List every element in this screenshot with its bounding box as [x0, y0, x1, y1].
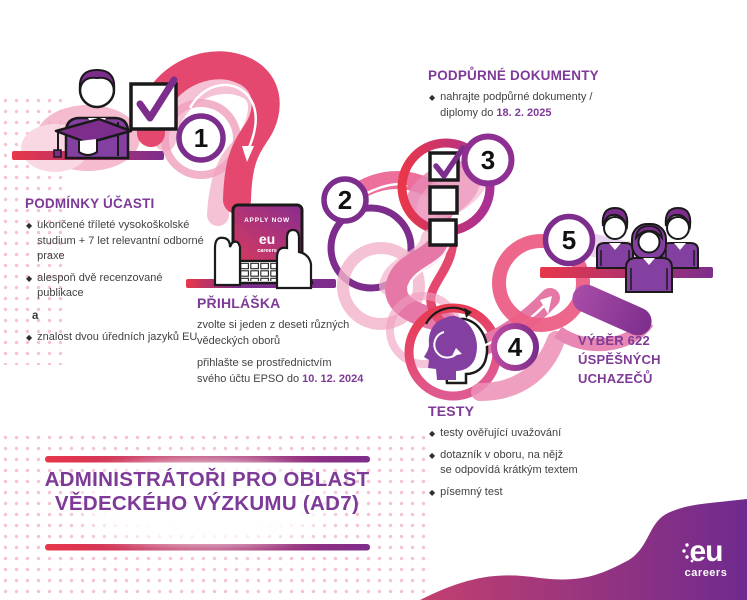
banner-bars — [45, 456, 370, 551]
step-1-circle — [176, 113, 226, 163]
flow-arrow-1 — [188, 83, 257, 151]
graduation-cap-icon — [53, 117, 133, 158]
banner-bar-top — [45, 456, 370, 463]
banner-glow — [80, 462, 330, 544]
step-5-circle — [542, 213, 596, 267]
bullet-diamond-icon: ◆ — [429, 487, 436, 497]
step-5-text-block: VÝBĚR 622 ÚSPĚŠNÝCH UCHAZEČŮ — [578, 333, 661, 386]
step-2-paragraph-1: zvolte si jeden z deseti různých vědecký… — [197, 319, 350, 347]
step-4-title: TESTY — [428, 403, 475, 419]
step-4-bullet-1: ◆ testy ověřující uvažování — [428, 426, 608, 442]
deadline-date: 10. 12. 2024 — [302, 372, 364, 385]
right-hand-icon — [275, 228, 313, 290]
step-1-text-block: PODMÍNKY ÚČASTI ◆ ukončené tříleté vysok… — [25, 196, 215, 352]
banner-title: ADMINISTRÁTOŘI PRO OBLAST VĚDECKÉHO VÝZK… — [10, 468, 404, 516]
banner-line-1: ADMINISTRÁTOŘI PRO OBLAST — [44, 468, 370, 491]
step-2-title: PŘIHLÁŠKA — [197, 295, 281, 311]
checkmark-icon — [433, 145, 466, 179]
bullet-diamond-icon: ◆ — [26, 221, 33, 230]
step-1-connector: a — [32, 310, 39, 323]
step-2-text-block: PŘIHLÁŠKA zvolte si jeden z deseti různý… — [197, 295, 382, 387]
apply-now-label: APPLY NOW — [244, 217, 290, 224]
step-3-bullet-1: ◆ nahrajte podpůrné dokumenty / diplomy … — [428, 90, 618, 121]
step-3-title: PODPŮRNÉ DOKUMENTY — [428, 68, 599, 83]
bullet-diamond-icon: ◆ — [26, 333, 33, 343]
laptop-careers-label: careers — [257, 248, 277, 254]
step-5-number: 5 — [562, 225, 576, 255]
step-3-number: 3 — [481, 145, 495, 175]
thinking-head-icon — [424, 306, 489, 385]
step-1-title: PODMÍNKY ÚČASTI — [25, 196, 155, 211]
step-4-bullet-2: ◆ dotazník v oboru, na nějž se odpovídá … — [428, 448, 608, 479]
step-2-number: 2 — [338, 185, 352, 215]
document-checklist-icon — [428, 145, 466, 247]
banner-line-2: VĚDECKÉHO VÝZKUMU (AD7) — [54, 491, 360, 515]
bullet-diamond-icon: ◆ — [429, 450, 436, 460]
candidates-group-icon — [596, 206, 699, 293]
graduate-icon — [53, 68, 178, 160]
bullet-diamond-icon: ◆ — [429, 93, 436, 102]
left-hand-icon — [213, 236, 242, 287]
step-3-text-block: PODPŮRNÉ DOKUMENTY ◆ nahrajte podpůrné d… — [428, 68, 618, 127]
deadline-date: 18. 2. 2025 — [496, 106, 552, 119]
step-1-bullet-3: ◆ znalost dvou úředních jazyků EU — [25, 330, 215, 346]
step-number-circles: 1 2 3 4 5 — [176, 113, 596, 371]
step5-decor — [492, 224, 713, 352]
bullet-diamond-icon: ◆ — [429, 429, 436, 438]
person-center-icon — [625, 223, 673, 293]
step-2-circle — [321, 176, 369, 224]
step-2-paragraph-2: přihlašte se prostřednictvím svého účtu … — [197, 357, 364, 385]
checkmark-icon — [136, 76, 178, 122]
step-4-circle — [491, 323, 539, 371]
step-4-bullet-3: ◆ písemný test — [428, 485, 608, 501]
step-1-bullet-2: ◆ alespoň dvě recenzované publikace — [25, 271, 215, 302]
laptop-icon: APPLY NOW eu careers — [213, 203, 314, 290]
bullet-diamond-icon: ◆ — [26, 273, 33, 283]
banner-bar-bottom — [45, 544, 370, 551]
laptop-eu-logo: eu — [259, 231, 275, 247]
step-3-circle — [461, 133, 515, 187]
ribbon-3-to-4 — [385, 221, 457, 333]
step-1-number: 1 — [194, 123, 208, 153]
brand-eu-logo: eu — [689, 535, 722, 568]
brand-wave: eu careers — [420, 499, 747, 600]
step-4-text-block: TESTY ◆ testy ověřující uvažování ◆ dota… — [428, 403, 608, 506]
step-1-bullet-1: ◆ ukončené tříleté vysokoškolské studium… — [25, 218, 215, 265]
brand-careers-label: careers — [685, 567, 728, 579]
step-4-number: 4 — [508, 332, 523, 362]
